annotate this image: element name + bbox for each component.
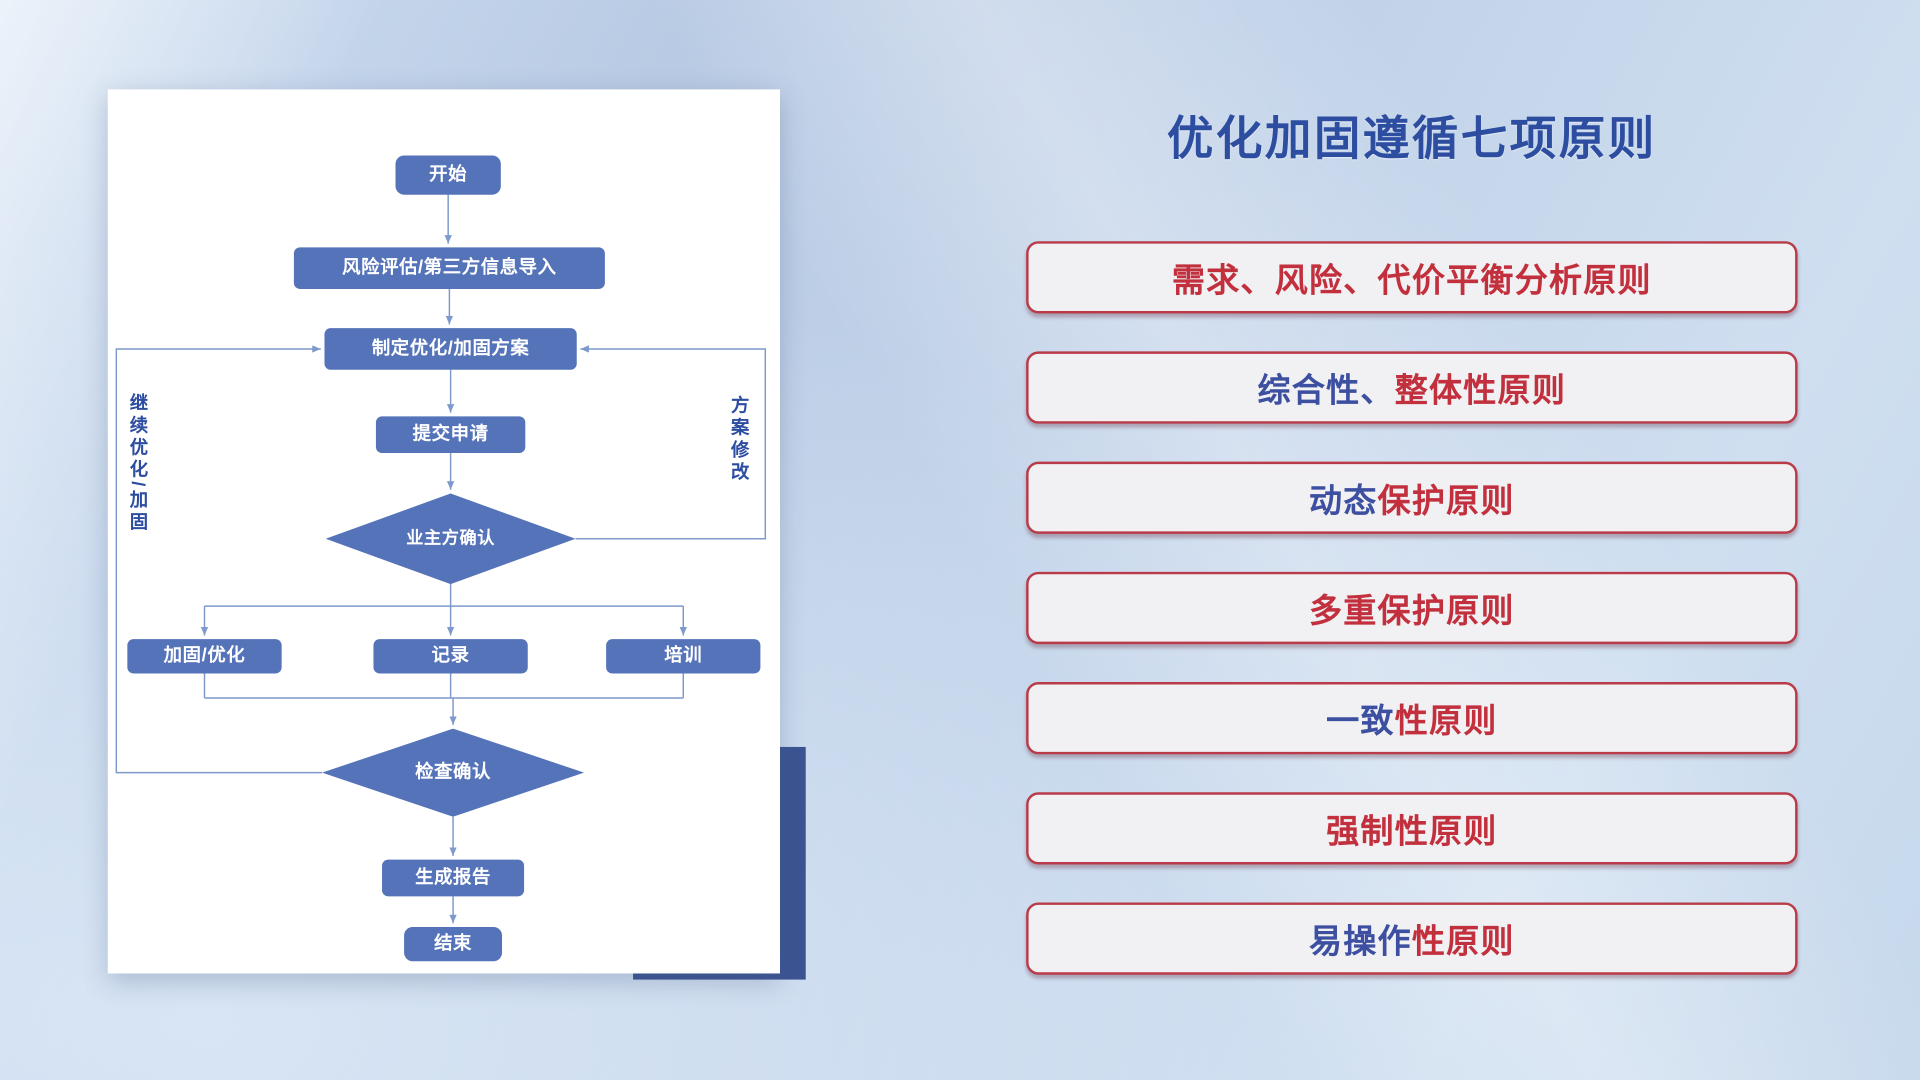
- flow-node-start: 开始: [395, 155, 501, 195]
- flow-node-submit: 提交申请: [375, 416, 526, 454]
- flowchart-card: 开始 风险评估/第三方信息导入 制定优化/加固方案 提交申请 业主方确认 加固/…: [107, 89, 780, 974]
- principles-panel: 优化加固遵循七项原则 需求、风险、代价平衡分析原则综合性、整体性原则动态保护原则…: [1026, 113, 1798, 975]
- principle-card: 多重保护原则: [1026, 571, 1798, 645]
- flow-edge-label-continue: 继续优化/加固: [127, 393, 149, 535]
- flow-connectors: [115, 194, 767, 924]
- page-title: 优化加固遵循七项原则: [1166, 113, 1657, 166]
- principle-card: 动态保护原则: [1026, 461, 1798, 534]
- principle-card: 综合性、整体性原则: [1026, 351, 1798, 424]
- flow-node-training: 培训: [606, 639, 761, 674]
- principle-card: 强制性原则: [1026, 792, 1798, 865]
- principle-text: 综合性、: [1257, 372, 1395, 409]
- principle-card: 易操作性原则: [1026, 902, 1798, 975]
- principle-text: 性原则: [1394, 702, 1498, 740]
- principle-text: 保护原则: [1377, 482, 1515, 520]
- principles-list: 需求、风险、代价平衡分析原则综合性、整体性原则动态保护原则多重保护原则一致性原则…: [1026, 241, 1798, 975]
- principle-text: 动态: [1308, 482, 1378, 520]
- flow-node-report: 生成报告: [382, 859, 525, 897]
- flow-node-end: 结束: [404, 926, 503, 962]
- flow-edge-label-plan-modify: 方案修改: [728, 395, 750, 484]
- flow-node-record: 记录: [373, 639, 528, 674]
- principle-card: 一致性原则: [1026, 682, 1798, 755]
- flow-node-risk-import: 风险评估/第三方信息导入: [293, 247, 605, 289]
- flow-node-make-plan: 制定优化/加固方案: [324, 328, 577, 370]
- principle-text: 多重保护原则: [1308, 592, 1515, 630]
- principle-card: 需求、风险、代价平衡分析原则: [1026, 241, 1798, 314]
- principle-text: 一致: [1326, 702, 1395, 740]
- principle-text: 需求、风险、代价平衡分析原则: [1171, 262, 1652, 299]
- principle-text: 性原则: [1411, 923, 1515, 960]
- principle-text: 易操作: [1308, 923, 1412, 960]
- principle-text: 强制性原则: [1326, 813, 1498, 850]
- principle-text: 整体性原则: [1394, 372, 1567, 409]
- flow-node-harden-optimize: 加固/优化: [127, 639, 282, 674]
